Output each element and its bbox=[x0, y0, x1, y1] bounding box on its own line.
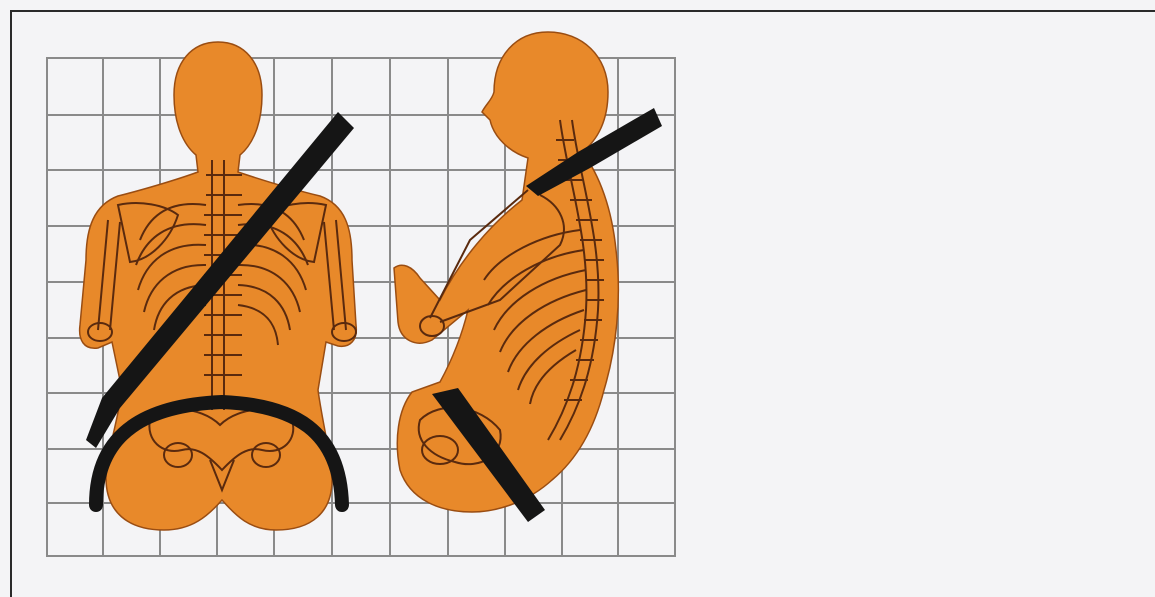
seatbelt-illustration bbox=[0, 0, 1155, 597]
